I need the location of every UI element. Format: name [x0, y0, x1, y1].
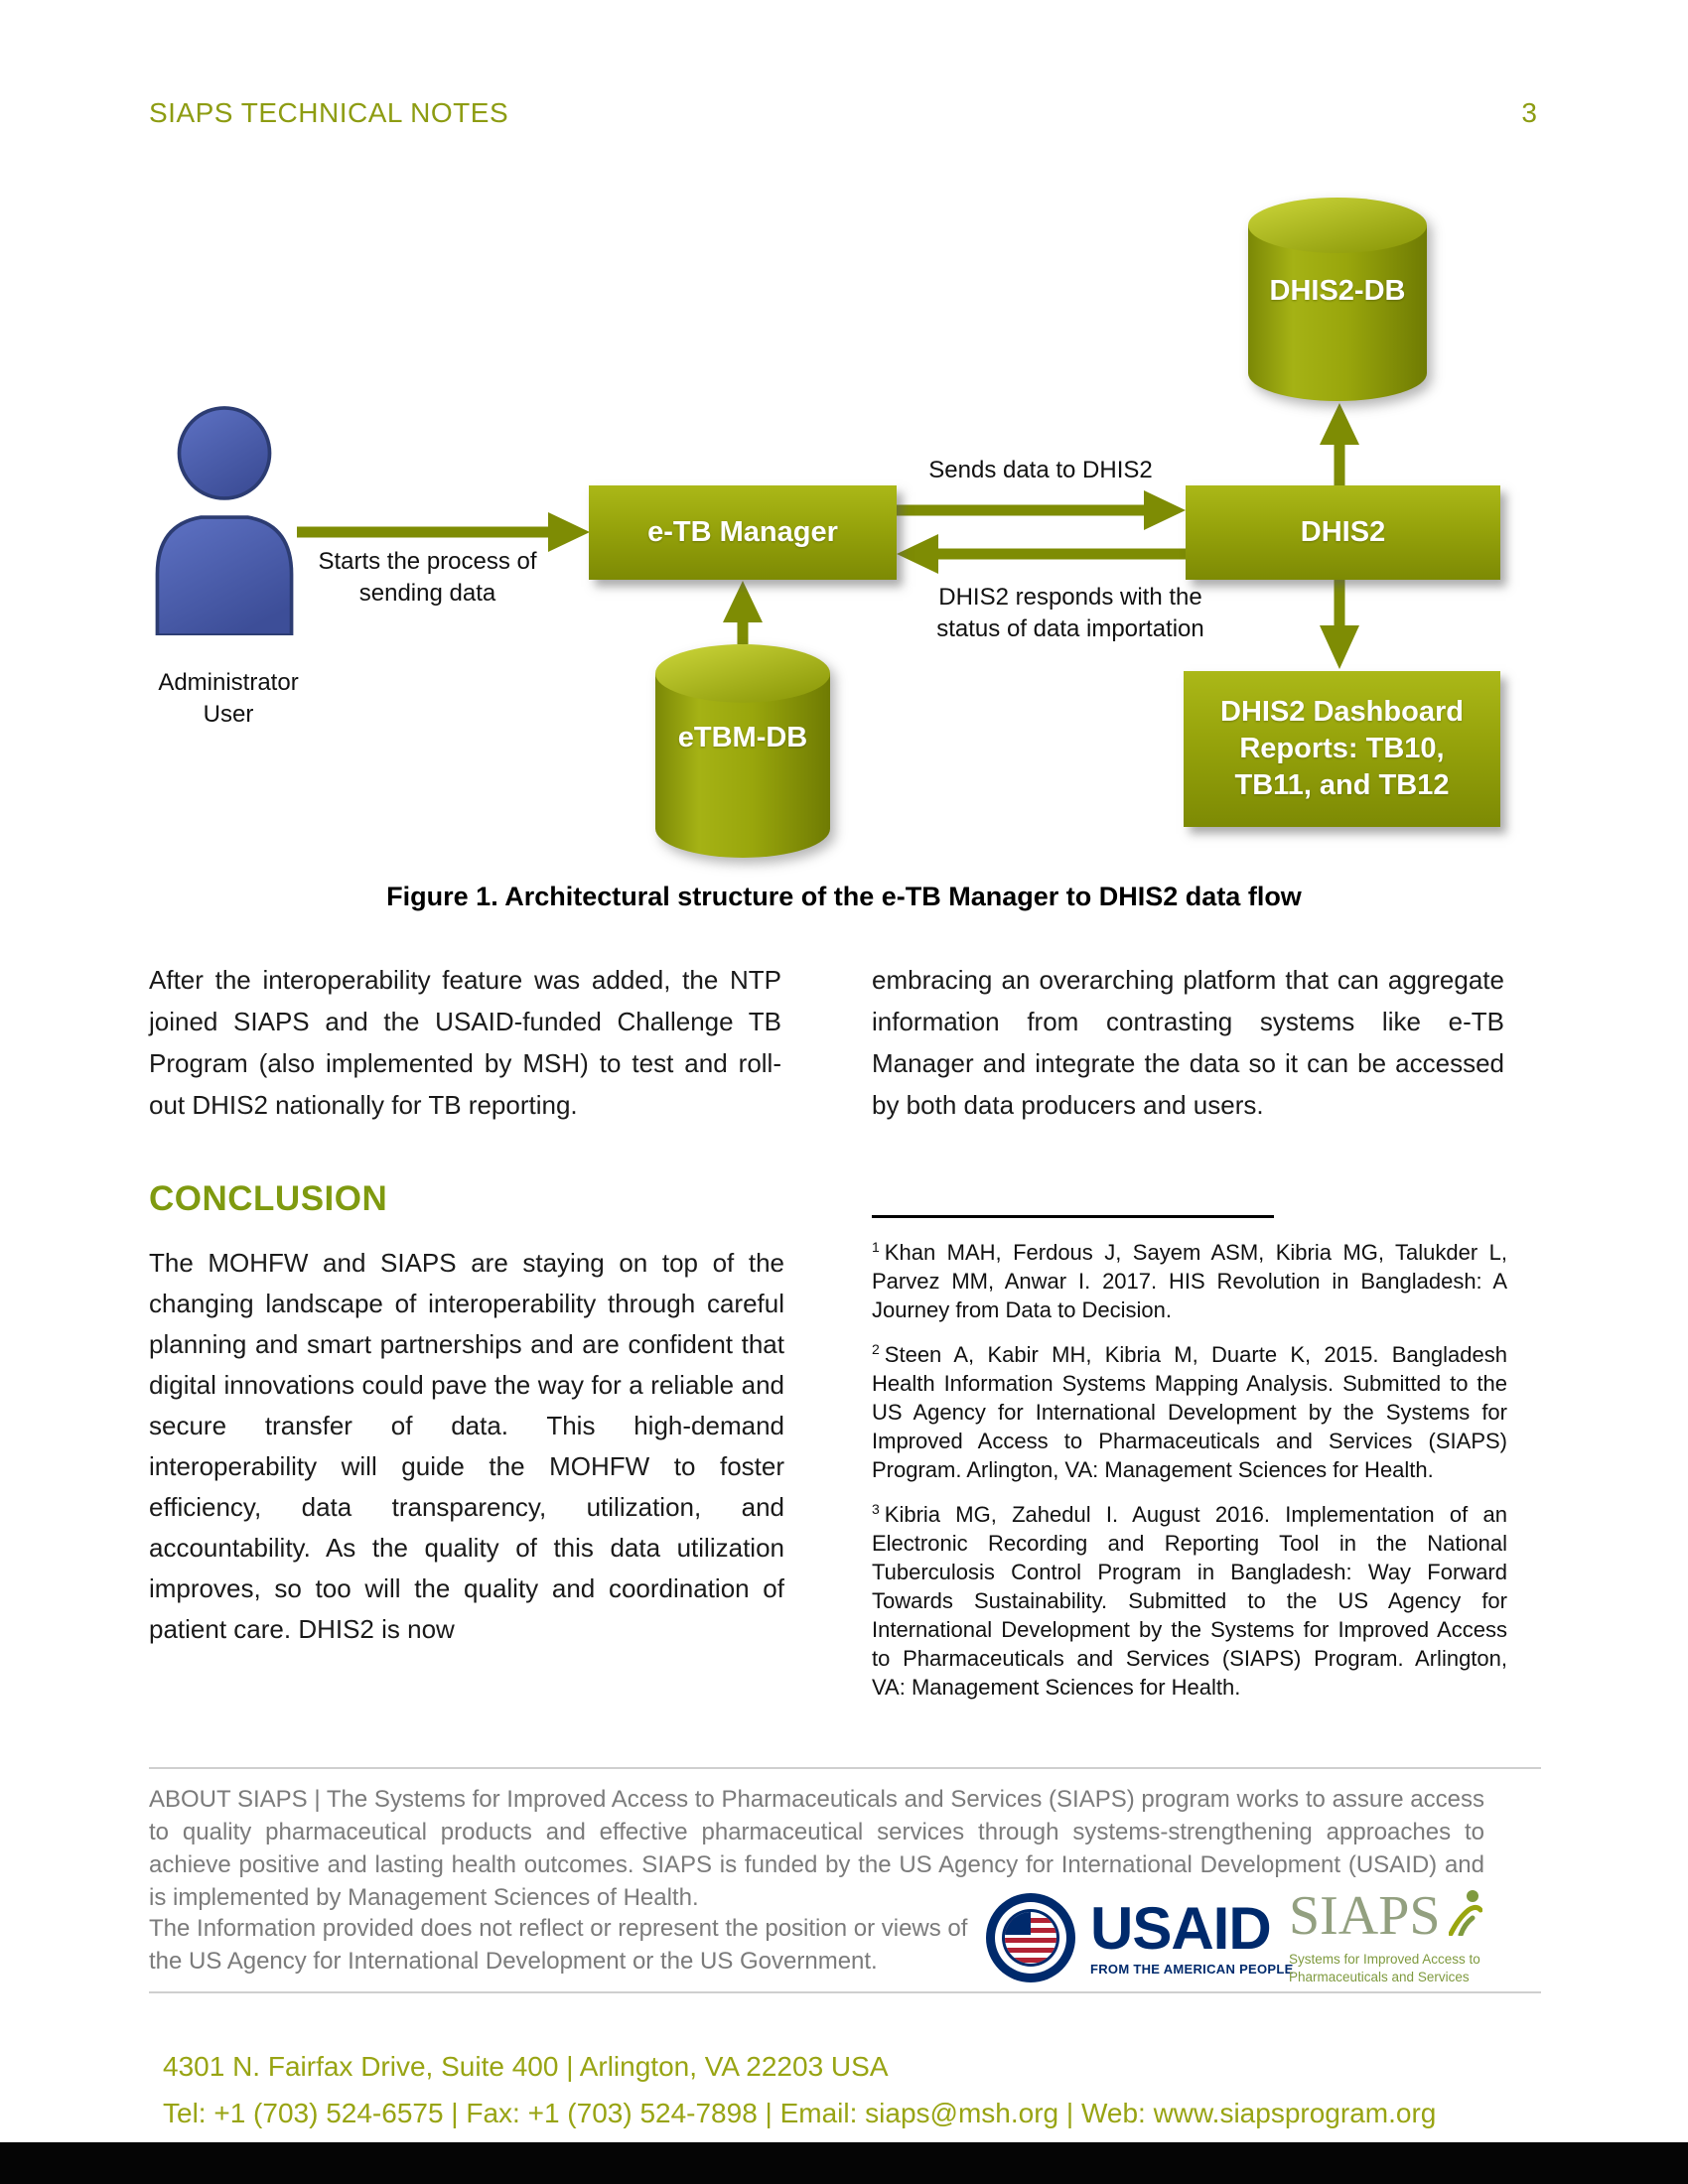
siaps-name: SIAPS: [1289, 1885, 1441, 1947]
page-number: 3: [1521, 97, 1537, 128]
conclusion-paragraph: The MOHFW and SIAPS are staying on top o…: [149, 1248, 784, 1644]
footnote-3-number: 3: [872, 1500, 880, 1517]
node-etbm-db: eTBM-DB: [655, 644, 830, 858]
administrator-user-icon: [155, 406, 294, 635]
footnote-1-number: 1: [872, 1238, 880, 1255]
contact-line: Tel: +1 (703) 524-6575 | Fax: +1 (703) 5…: [163, 2098, 1437, 2128]
footnote-divider: [872, 1215, 1274, 1218]
label-starts-process: Starts the process of sending data: [318, 548, 537, 607]
disclaimer-text: The Information provided does not reflec…: [149, 1915, 968, 1975]
usaid-name: USAID: [1090, 1894, 1272, 1962]
header-title: SIAPS TECHNICAL NOTES: [149, 97, 509, 128]
footnote-2-text: Steen A, Kabir MH, Kibria M, Duarte K, 2…: [872, 1342, 1507, 1482]
footnote-1-text: Khan MAH, Ferdous J, Sayem ASM, Kibria M…: [872, 1240, 1507, 1322]
label-dhis2-responds: DHIS2 responds with the status of data i…: [936, 584, 1204, 642]
siaps-logo: SIAPS Systems for Improved Access to Pha…: [1289, 1888, 1557, 1985]
node-label: eTBM-DB: [677, 722, 808, 753]
figure-caption: Figure 1. Architectural structure of the…: [386, 882, 1302, 911]
label-sends-data: Sends data to DHIS2: [928, 457, 1153, 483]
footer-bottom-divider: [149, 1991, 1541, 1993]
node-label: DHIS2-DB: [1269, 275, 1406, 307]
siaps-figure-icon: [1448, 1890, 1482, 1936]
about-siaps-text: ABOUT SIAPS | The Systems for Improved A…: [149, 1786, 1484, 1911]
bottom-black-bar: [0, 2142, 1688, 2184]
siaps-tagline: Systems for Improved Access to Pharmaceu…: [1289, 1952, 1480, 1984]
cylinder-shape: [655, 644, 830, 858]
label-administrator-user: Administrator User: [158, 669, 299, 728]
body-paragraph-right: embracing an overarching platform that c…: [872, 965, 1504, 1120]
footnote-2-number: 2: [872, 1340, 880, 1357]
body-paragraph-left: After the interoperability feature was a…: [149, 965, 781, 1120]
node-dhis2: DHIS2: [1186, 485, 1500, 580]
usaid-tagline: FROM THE AMERICAN PEOPLE: [1090, 1961, 1294, 1977]
address-line: 4301 N. Fairfax Drive, Suite 400 | Arlin…: [163, 2051, 889, 2082]
footnote-3-text: Kibria MG, Zahedul I. August 2016. Imple…: [872, 1502, 1507, 1700]
footer-top-divider: [149, 1767, 1541, 1769]
usaid-seal-icon: [986, 1893, 1075, 1982]
usaid-logo: USAID FROM THE AMERICAN PEOPLE: [985, 1892, 1294, 1983]
node-dhis2-dashboard: DHIS2 Dashboard Reports: TB10, TB11, and…: [1184, 671, 1500, 827]
conclusion-heading: CONCLUSION: [149, 1179, 388, 1218]
node-etb-manager: e-TB Manager: [589, 485, 897, 580]
cylinder-shape: [1248, 198, 1427, 401]
address-block: 4301 N. Fairfax Drive, Suite 400 | Arlin…: [163, 2043, 1436, 2136]
usaid-wordmark: USAID FROM THE AMERICAN PEOPLE: [1090, 1894, 1294, 1977]
node-dhis2-db: DHIS2-DB: [1248, 198, 1427, 401]
